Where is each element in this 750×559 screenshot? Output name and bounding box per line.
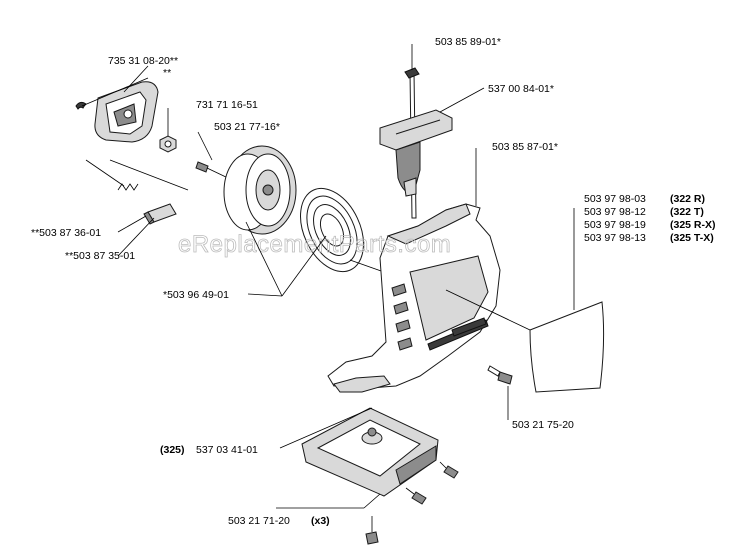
nut	[159, 135, 177, 153]
decal-option-part: 503 97 98-13	[584, 232, 646, 244]
watermark: eReplacementParts.com	[178, 231, 451, 258]
decal-option-part: 503 97 98-03	[584, 193, 646, 205]
label-731-71-16-51: 731 71 16-51	[196, 99, 258, 111]
circlip	[75, 101, 87, 110]
bracket-plate	[301, 407, 439, 497]
recoil-spring	[300, 187, 385, 273]
label-503-21-75-20: 503 21 75-20	[512, 419, 574, 431]
label-503-85-89-01: 503 85 89-01*	[435, 36, 501, 48]
decal-option-part: 503 97 98-12	[584, 206, 646, 218]
decal-option-model: (322 T)	[670, 206, 704, 218]
label-503-85-87-01: 503 85 87-01*	[492, 141, 558, 153]
screw-plate-3	[365, 516, 379, 545]
pawl	[143, 203, 177, 225]
rope-pulley	[223, 145, 297, 235]
screw-small	[195, 161, 229, 179]
screw-plate-1	[439, 461, 459, 479]
spring-small	[117, 183, 139, 191]
label-503-96-49-01: *503 96 49-01	[163, 289, 229, 301]
label-503-21-77-16: 503 21 77-16*	[214, 121, 280, 133]
decal-option-model: (325 T-X)	[670, 232, 714, 244]
screw-plate-2	[405, 487, 427, 505]
screw-housing	[487, 365, 513, 385]
label-503-87-36-01: **503 87 36-01	[31, 227, 101, 239]
decal-options-list: 503 97 98-03 (322 R) 503 97 98-12 (322 T…	[584, 193, 716, 244]
label-537-00-84-01: 537 00 84-01*	[488, 83, 554, 95]
starter-pawl-cover	[94, 81, 159, 143]
starter-handle	[379, 109, 453, 197]
decal-option-model: (322 R)	[670, 193, 705, 205]
decal-option-model: (325 R-X)	[670, 219, 716, 231]
starter-housing	[327, 203, 501, 393]
label-double-star: **	[163, 67, 171, 79]
decal	[529, 301, 605, 393]
decal-option-part: 503 97 98-19	[584, 219, 646, 231]
label-325-prefix: (325)	[160, 444, 185, 456]
label-503-21-71-20: 503 21 71-20	[228, 515, 290, 527]
leader-lines	[81, 44, 575, 509]
label-735-31-08-20: 735 31 08-20**	[108, 55, 178, 67]
label-x3-qty: (x3)	[311, 515, 330, 527]
label-537-03-41-01: 537 03 41-01	[196, 444, 258, 456]
label-503-87-35-01: **503 87 35-01	[65, 250, 135, 262]
